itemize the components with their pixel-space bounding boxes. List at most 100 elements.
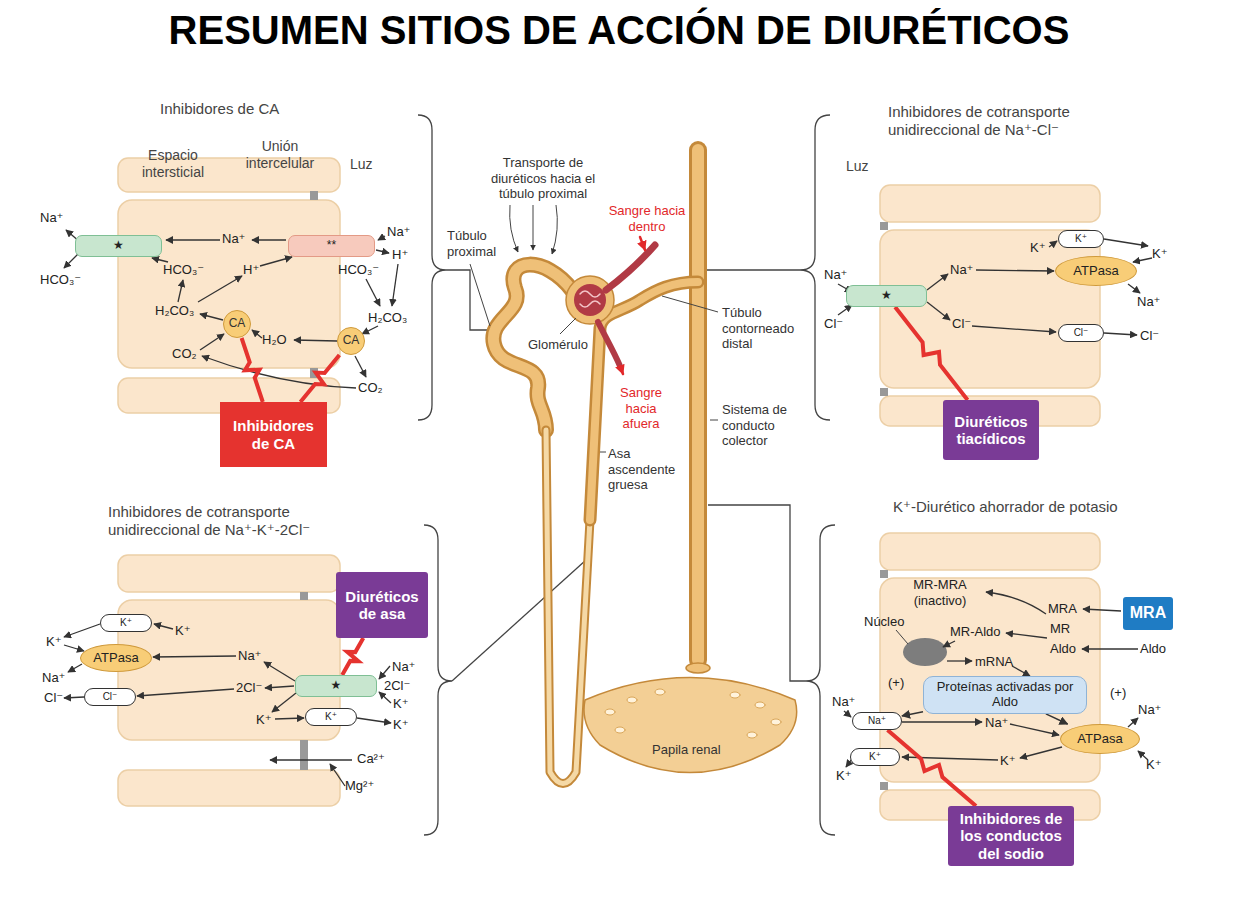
node-text-line: ★ bbox=[331, 679, 342, 693]
label: Sangre hacia dentro bbox=[608, 203, 686, 234]
node-text-line: CA bbox=[343, 334, 360, 348]
node-text-line: ATPasa bbox=[1073, 264, 1118, 279]
node-text: CA bbox=[229, 317, 246, 331]
node-box: Diuréticos de asa bbox=[336, 572, 428, 638]
inhibition-line bbox=[300, 355, 339, 402]
arrow-connector bbox=[902, 712, 923, 716]
label: Na⁺ bbox=[824, 267, 847, 283]
label: Núcleo bbox=[864, 614, 904, 630]
label: 2Cl⁻ bbox=[236, 680, 262, 696]
label: Na⁺ bbox=[1138, 702, 1161, 718]
node-text: Cl⁻ bbox=[103, 691, 118, 703]
node-text: ★ bbox=[113, 239, 124, 253]
label: Na⁺ bbox=[1137, 294, 1160, 310]
label: (+) bbox=[1110, 685, 1126, 701]
label: Papila renal bbox=[652, 742, 721, 758]
label: H⁺ bbox=[392, 247, 408, 263]
label: CO₂ bbox=[172, 346, 197, 362]
label: K⁺ bbox=[1152, 246, 1168, 262]
node-box: ATPasa bbox=[1060, 724, 1140, 754]
node-box: Cl⁻ bbox=[84, 688, 136, 706]
label: Cl⁻ bbox=[1140, 328, 1159, 344]
label: MR-Aldo bbox=[950, 624, 1001, 640]
label: Unión intercelular bbox=[238, 138, 322, 172]
node-text-line: Diuréticos de asa bbox=[340, 588, 424, 623]
node-text: ** bbox=[327, 239, 336, 253]
label: K⁺ bbox=[1030, 240, 1046, 256]
node-text-line: Inhibidores de los conductos del sodio bbox=[952, 810, 1070, 862]
label: Luz bbox=[846, 158, 869, 175]
label: H₂CO₃ bbox=[368, 310, 407, 326]
node-text-line: ★ bbox=[881, 289, 892, 303]
label: Na⁺ bbox=[222, 231, 245, 247]
label: H₂CO₃ bbox=[155, 303, 194, 319]
label: Ca²⁺ bbox=[357, 751, 385, 767]
label: MRA bbox=[1048, 601, 1077, 617]
node-text: ATPasa bbox=[1073, 264, 1118, 279]
node-text: Na⁺ bbox=[868, 715, 886, 727]
label: Glomérulo bbox=[528, 337, 588, 353]
label: K⁺ bbox=[1146, 757, 1162, 773]
title: RESUMEN SITIOS DE ACCIÓN DE DIURÉTICOS bbox=[0, 6, 1238, 54]
label: Cl⁻ bbox=[952, 316, 971, 332]
label: K⁺ bbox=[836, 768, 852, 784]
label: Mg²⁺ bbox=[345, 778, 374, 794]
label: Sangre hacia afuera bbox=[615, 385, 667, 432]
node-text-line: Inhibidores de CA bbox=[224, 417, 323, 452]
inhibition-line bbox=[888, 730, 977, 806]
node-text: Inhibidores de CA bbox=[224, 417, 323, 452]
nucleus bbox=[903, 638, 947, 666]
node-text: ★ bbox=[881, 289, 892, 303]
node-box: MRA bbox=[1123, 597, 1173, 630]
node-box: Na⁺ bbox=[852, 712, 902, 730]
label: K⁺ bbox=[393, 717, 409, 733]
node-text-line: ★ bbox=[113, 239, 124, 253]
node-box: ★ bbox=[295, 675, 377, 697]
label: Na⁺ bbox=[985, 715, 1008, 731]
label: Cl⁻ bbox=[824, 316, 843, 332]
node-text-line: ** bbox=[327, 239, 336, 253]
node-box: K⁺ bbox=[850, 748, 900, 766]
ion-arrows bbox=[64, 230, 1152, 786]
node-box: CA bbox=[337, 327, 365, 355]
node-text-line: K⁺ bbox=[120, 617, 132, 629]
node-text: Inhibidores de los conductos del sodio bbox=[952, 810, 1070, 862]
node-box: ** bbox=[288, 235, 375, 257]
node-text-line: CA bbox=[229, 317, 246, 331]
label: 2Cl⁻ bbox=[384, 678, 410, 694]
label: Transporte de diuréticos hacia el túbulo… bbox=[478, 155, 608, 202]
label: Na⁺ bbox=[950, 262, 973, 278]
label: Luz bbox=[350, 156, 373, 173]
leader-lines bbox=[470, 205, 908, 644]
label: H₂O bbox=[262, 332, 287, 348]
label: HCO₃⁻ bbox=[163, 262, 204, 278]
label: Na⁺ bbox=[387, 224, 410, 240]
label: K⁺ bbox=[1000, 753, 1016, 769]
label: Espacio intersticial bbox=[128, 147, 218, 181]
node-box: Cl⁻ bbox=[1058, 324, 1104, 342]
node-text: Diuréticos tiacídicos bbox=[947, 413, 1035, 448]
label: Aldo bbox=[1050, 641, 1076, 657]
node-text: Proteínas activadas por Aldo bbox=[930, 680, 1080, 710]
label: Túbulo proximal bbox=[447, 228, 509, 259]
brackets bbox=[418, 115, 835, 835]
node-text: ★ bbox=[331, 679, 342, 693]
nephron bbox=[493, 150, 796, 784]
junctions bbox=[300, 191, 888, 790]
node-box: ★ bbox=[846, 285, 927, 307]
cells bbox=[118, 158, 1100, 820]
node-text-line: Diuréticos tiacídicos bbox=[947, 413, 1035, 448]
label: K⁺ bbox=[256, 712, 272, 728]
node-text: ATPasa bbox=[93, 651, 138, 666]
node-text: Cl⁻ bbox=[1074, 327, 1089, 339]
node-box: Proteínas activadas por Aldo bbox=[923, 676, 1087, 714]
label: Na⁺ bbox=[40, 210, 63, 226]
node-text: Diuréticos de asa bbox=[340, 588, 424, 623]
node-text: CA bbox=[343, 334, 360, 348]
node-box: K⁺ bbox=[305, 708, 357, 726]
label: K⁺-Diurético ahorrador de potasio bbox=[893, 498, 1118, 516]
node-text: ATPasa bbox=[1077, 732, 1122, 747]
label: Sistema de conducto colector bbox=[722, 402, 802, 449]
label: Inhibidores de cotransporte unidireccion… bbox=[108, 503, 368, 539]
label: H⁺ bbox=[243, 262, 259, 278]
